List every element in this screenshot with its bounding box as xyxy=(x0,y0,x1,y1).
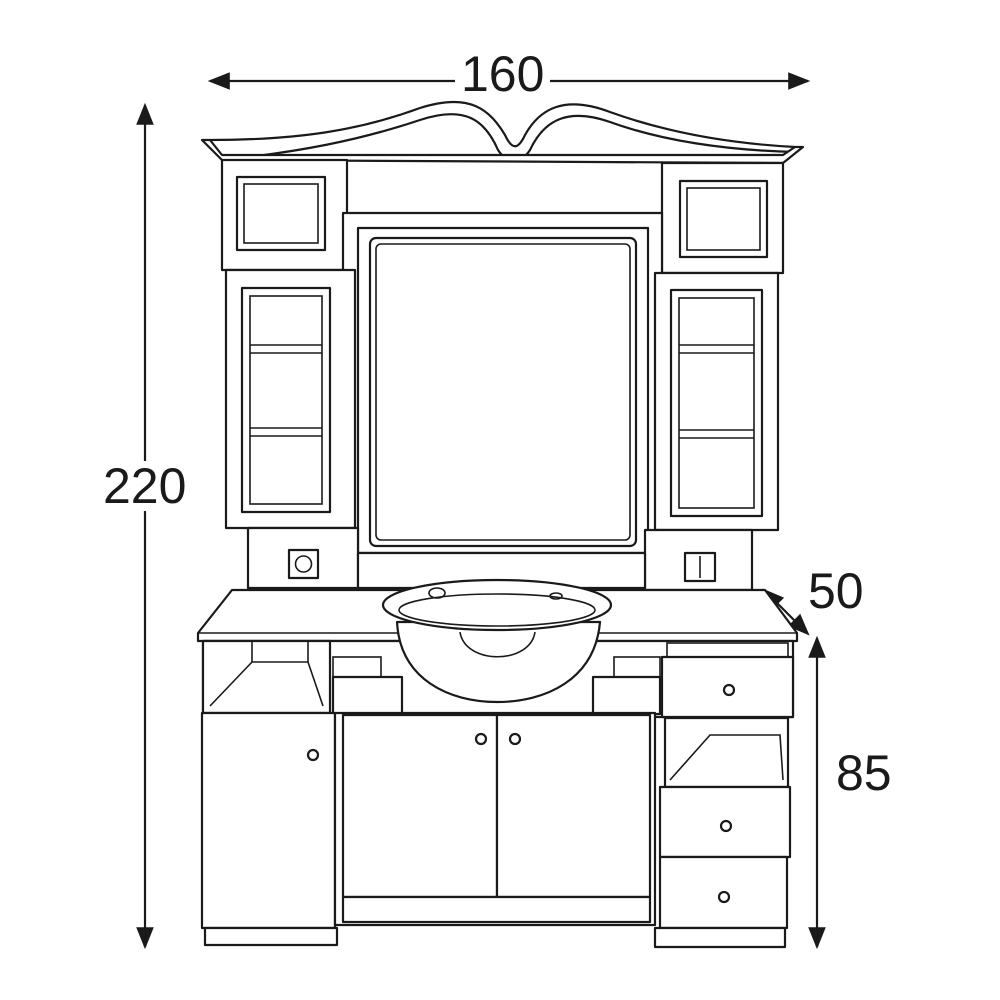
right-glass-door xyxy=(669,288,764,518)
crown-arch xyxy=(208,100,797,163)
depth-label: 50 xyxy=(808,563,864,619)
width-label: 160 xyxy=(455,49,551,99)
counter-height-label: 85 xyxy=(836,745,892,801)
center-left-door xyxy=(341,713,499,899)
drain-hole xyxy=(549,592,563,600)
right-small-drawer xyxy=(591,675,662,716)
basin-neck-cutout xyxy=(459,631,536,658)
washbasin-inner xyxy=(398,593,596,627)
left-glass-door xyxy=(240,286,332,514)
left-small-drawer xyxy=(331,675,404,716)
right-shelf-perspective xyxy=(669,734,784,781)
right-middle-drawer-knob xyxy=(719,819,733,833)
left-small-frame-inner xyxy=(243,183,319,244)
center-right-knob xyxy=(508,732,522,746)
right-small-frame-inner xyxy=(686,187,761,251)
socket-face xyxy=(294,555,313,573)
right-top-drawer-knob xyxy=(722,683,736,697)
center-plinth xyxy=(341,895,652,924)
left-small-frame xyxy=(235,175,327,252)
right-small-frame xyxy=(678,179,769,259)
left-plinth xyxy=(203,926,339,947)
left-door xyxy=(200,711,337,930)
mirror-glass xyxy=(368,236,638,548)
washbasin-bowl xyxy=(395,620,602,704)
left-glass-pane xyxy=(249,295,323,505)
cornice xyxy=(200,138,805,165)
left-shelf-perspective xyxy=(209,661,324,707)
faucet-hole xyxy=(428,587,446,599)
right-small-drawer-top xyxy=(613,656,661,678)
left-small-drawer-top xyxy=(332,656,382,678)
right-drawer-top-lip xyxy=(666,642,789,658)
washbasin-rim xyxy=(381,578,613,632)
right-plinth xyxy=(653,926,787,949)
left-door-knob xyxy=(306,748,320,762)
center-left-knob xyxy=(474,732,488,746)
mirror-glass-edge xyxy=(375,243,631,541)
right-open-shelf xyxy=(663,716,790,789)
right-bottom-drawer-knob xyxy=(717,890,731,904)
right-glass-pane xyxy=(678,297,755,509)
power-socket-icon xyxy=(287,548,320,580)
center-right-door xyxy=(495,713,652,899)
left-open-shelf xyxy=(201,639,332,715)
height-label: 220 xyxy=(97,461,193,511)
